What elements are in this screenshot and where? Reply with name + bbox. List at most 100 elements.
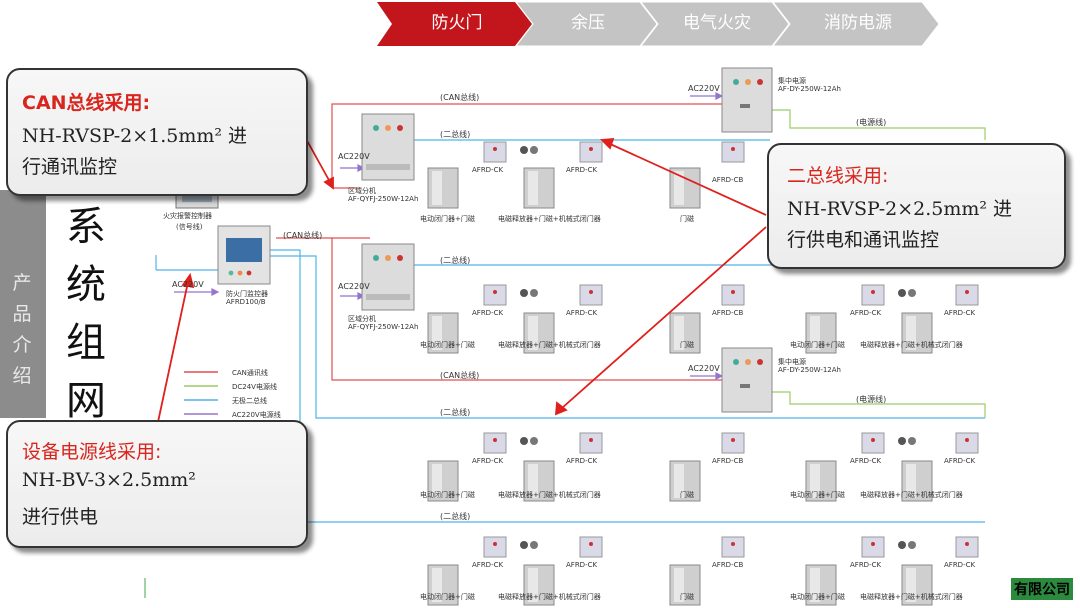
bus-label-row3: (二总线) — [440, 408, 471, 417]
door-label-electric-l-4: 电动闭门器+门磁 — [420, 593, 475, 601]
door-release-row1-leaf — [528, 171, 538, 205]
nav-tabs — [377, 1, 940, 47]
closer-r-2 — [898, 289, 906, 297]
legend-can: CAN通讯线 — [232, 369, 268, 377]
ck-label-l2-4: AFRD-CK — [566, 561, 598, 569]
ck-box-l2-4 — [579, 536, 603, 558]
ck-box-l2-3 — [579, 432, 603, 454]
door-magnet-2-leaf — [674, 316, 684, 350]
ck-box-r2-2-led — [965, 290, 969, 294]
cb-box-row1 — [721, 141, 745, 163]
tab-shape-fire-power[interactable] — [771, 1, 940, 47]
callout-power-line2: 进行供电 — [22, 506, 99, 528]
door-label-electric-row1: 电动闭门器+门磁 — [420, 215, 475, 223]
bus-label-row1: (二总线) — [440, 130, 471, 139]
closer-r-3-b — [908, 437, 916, 445]
ck-box-r-2-led — [871, 290, 875, 294]
cb-label-row1: AFRD-CB — [712, 176, 744, 184]
ck-label-l2-2: AFRD-CK — [566, 309, 598, 317]
door-label-release-r-2: 电磁释放器+门磁+机械式闭门器 — [860, 341, 963, 349]
door-release-l-3-leaf — [528, 464, 538, 498]
central2-ac-label: AC220V — [688, 364, 720, 373]
callout-can-line2: 行通讯监控 — [22, 156, 118, 178]
monitor-name: 防火门监控器 — [226, 290, 268, 298]
callout-can-bus: CAN总线采用: NH-RVSP-2×1.5mm² 进 行通讯监控 — [6, 68, 308, 196]
ck-box-l2-4-led — [589, 542, 593, 546]
legend-two-bus: 无极二总线 — [232, 397, 267, 405]
ck-label-l-3: AFRD-CK — [472, 457, 504, 465]
door-release-r-4-leaf — [906, 568, 916, 602]
tab-shape-residual-pressure[interactable] — [514, 1, 658, 47]
ck-label-r-2: AFRD-CK — [850, 309, 882, 317]
door-release-r-2-leaf — [906, 316, 916, 350]
door-label-release-r-4: 电磁释放器+门磁+机械式闭门器 — [860, 593, 963, 601]
ck-box-l-3 — [483, 432, 507, 454]
ck-label-r2-3: AFRD-CK — [944, 457, 976, 465]
callout-two-bus: 二总线采用: NH-RVSP-2×2.5mm² 进 行供电和通讯监控 — [767, 143, 1066, 269]
door-label-magnet-2: 门磁 — [680, 341, 694, 349]
callout-can-title: CAN总线采用: — [22, 92, 151, 114]
ck-box2-row1 — [579, 141, 603, 163]
cb-box-3 — [721, 432, 745, 454]
callout-power-line1: NH-BV-3×2.5mm² — [22, 469, 196, 491]
closer-row1-b — [530, 146, 538, 154]
closer-r-4-b — [908, 541, 916, 549]
ck-box-r-4 — [861, 536, 885, 558]
cb-box-4-led — [731, 542, 735, 546]
closer-l-4-b — [530, 541, 538, 549]
ck-box-l-2-led — [493, 290, 497, 294]
tab-fire-door[interactable]: 防火门 — [431, 13, 483, 33]
door-magnet-row1-leaf — [674, 171, 684, 205]
ck-box-l-3-led — [493, 438, 497, 442]
closer-r-4 — [898, 541, 906, 549]
callout-two-bus-title: 二总线采用: — [787, 165, 889, 187]
bus-label-row2: (二总线) — [440, 256, 471, 265]
legend-swatches — [184, 371, 218, 415]
callout-can-line1: NH-RVSP-2×1.5mm² 进 — [22, 125, 248, 147]
side-bar — [0, 190, 46, 418]
ck-box-row1 — [483, 141, 507, 163]
closer-l-3-b — [530, 437, 538, 445]
callout-two-bus-line2: 行供电和通讯监控 — [787, 229, 940, 251]
closer-l-4 — [520, 541, 528, 549]
ck-box-l-2 — [483, 284, 507, 306]
power-line-top — [772, 109, 986, 140]
callout-power-title: 设备电源线采用: — [22, 441, 162, 463]
zone2-ac-label: AC220V — [338, 282, 370, 291]
door-release-l-2-leaf — [528, 316, 538, 350]
tab-residual-pressure[interactable]: 余压 — [571, 13, 605, 33]
door-electric-row1-leaf — [432, 171, 442, 205]
central-power-1 — [721, 67, 773, 133]
ck-label-r2-4: AFRD-CK — [944, 561, 976, 569]
legend-dc24v: DC24V电源线 — [232, 383, 277, 391]
door-electric-r-4-leaf — [810, 568, 820, 602]
tab-electric-fire[interactable]: 电气火灾 — [683, 13, 751, 33]
tab-fire-power[interactable]: 消防电源 — [824, 13, 892, 33]
closer-r-2-b — [908, 289, 916, 297]
door-rows — [427, 141, 979, 606]
ck-label2-row1: AFRD-CK — [566, 166, 598, 174]
ck-box2-row1-led — [589, 147, 593, 151]
cb-box-2-led — [731, 290, 735, 294]
cb-label-3: AFRD-CB — [712, 457, 744, 465]
fire-alarm-sub: (信号线) — [176, 223, 203, 231]
ck-box-r-3 — [861, 432, 885, 454]
zone1-name: 区域分机 — [348, 187, 376, 195]
closer-r-3 — [898, 437, 906, 445]
ck-label-r2-2: AFRD-CK — [944, 309, 976, 317]
central2-model: AF-DY-250W-12Ah — [778, 366, 841, 374]
tab-shape-fire-door[interactable] — [377, 2, 532, 46]
ck-label-l-4: AFRD-CK — [472, 561, 504, 569]
zone1-model: AF-QYFJ-250W-12Ah — [348, 195, 419, 203]
closer-l-3 — [520, 437, 528, 445]
ck-box-r2-2 — [955, 284, 979, 306]
door-label-electric-r-2: 电动闭门器+门磁 — [790, 341, 845, 349]
cb-box-2 — [721, 284, 745, 306]
closer-l-2-b — [530, 289, 538, 297]
ck-box-r2-3-led — [965, 438, 969, 442]
page-title: 系统组网 — [66, 204, 106, 424]
ck-box-row1-led — [493, 147, 497, 151]
zone-unit-2 — [361, 243, 415, 311]
tab-shape-electric-fire[interactable] — [639, 1, 790, 47]
